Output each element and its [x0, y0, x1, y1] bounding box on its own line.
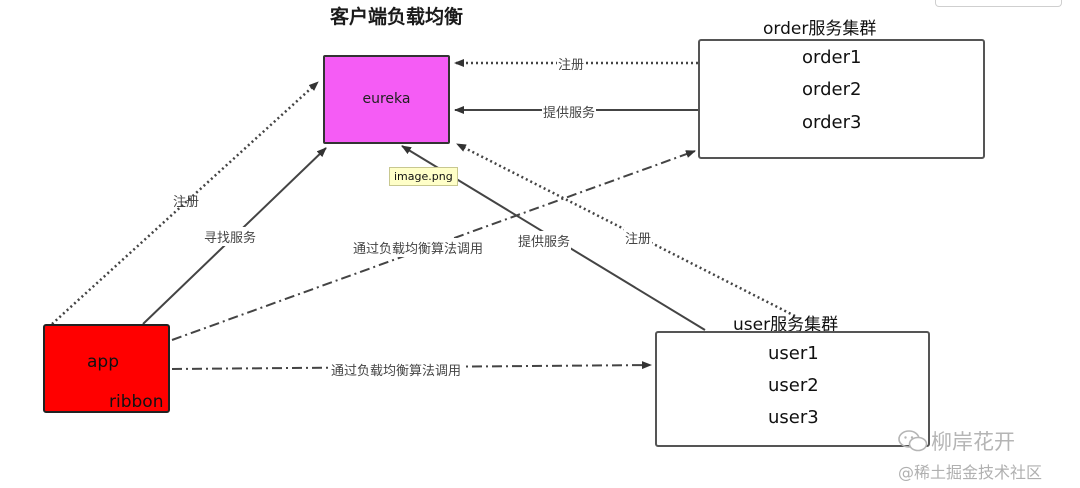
eureka-node[interactable]: eureka [323, 55, 450, 144]
label-app-to-user: 通过负载均衡算法调用 [330, 360, 463, 379]
label-user-provide: 提供服务 [517, 231, 572, 250]
ribbon-label: ribbon [109, 392, 164, 412]
window-edge-fragment [935, 0, 1062, 7]
watermark-author: 柳岸花开 [898, 426, 1015, 456]
watermark-author-text: 柳岸花开 [931, 430, 1015, 454]
diagram-title: 客户端负载均衡 [330, 6, 464, 28]
label-order-provide: 提供服务 [542, 102, 597, 121]
label-user-register: 注册 [624, 228, 653, 247]
user-cluster-box[interactable]: user1 user2 user3 [655, 331, 930, 447]
user-cluster-title: user服务集群 [733, 315, 839, 335]
wechat-icon [898, 430, 928, 452]
order-item-2: order2 [802, 79, 862, 100]
user-item-1: user1 [768, 343, 819, 364]
order-item-1: order1 [802, 47, 862, 68]
order-cluster-title: order服务集群 [763, 19, 877, 39]
image-filename-tooltip: image.png [389, 167, 458, 186]
label-app-find: 寻找服务 [203, 227, 258, 246]
label-order-register: 注册 [557, 54, 586, 73]
app-node[interactable]: app ribbon [43, 324, 170, 413]
app-label: app [87, 352, 119, 372]
user-item-2: user2 [768, 375, 819, 396]
order-item-3: order3 [802, 112, 862, 133]
user-item-3: user3 [768, 407, 819, 428]
eureka-label: eureka [362, 91, 411, 107]
edge-app-to-order [171, 150, 696, 341]
label-app-register: 注册 [173, 195, 200, 210]
edge-user-register [456, 142, 796, 318]
watermark-site: @稀土掘金技术社区 [898, 463, 1043, 482]
order-cluster-box[interactable]: order1 order2 order3 [698, 39, 985, 159]
label-app-to-order: 通过负载均衡算法调用 [352, 238, 485, 257]
